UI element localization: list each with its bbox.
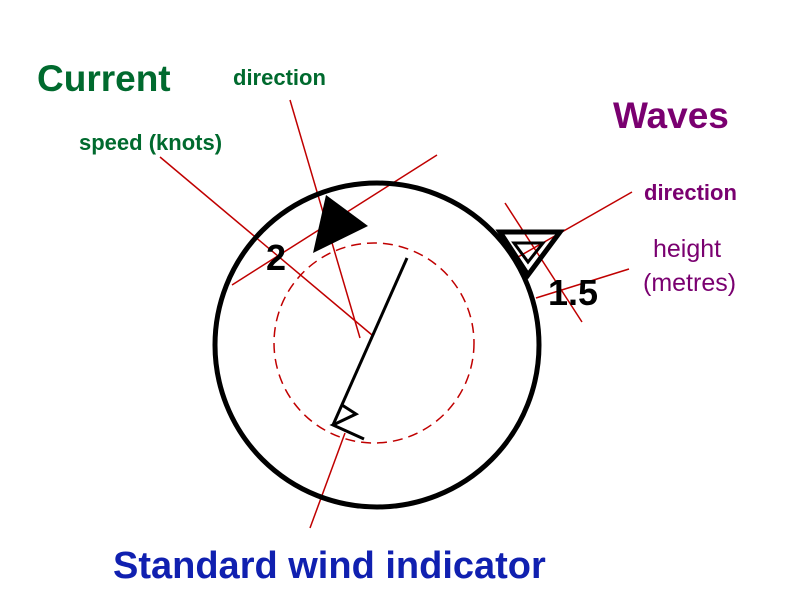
current-speed-value: 2 xyxy=(266,237,286,278)
waves-height-value: 1.5 xyxy=(548,272,598,313)
current-direction-label: direction xyxy=(233,65,326,90)
wind-indicator-title: Standard wind indicator xyxy=(113,545,546,587)
waves-height-label-line1: height xyxy=(653,235,721,263)
dashed-inner-circle xyxy=(273,242,475,444)
wave-direction-leader xyxy=(517,191,633,258)
waves-direction-label: direction xyxy=(644,180,737,205)
wave-height-leader xyxy=(535,268,630,299)
wind-indicator-leader xyxy=(309,432,346,529)
wind-barb xyxy=(329,403,365,441)
current-title: Current xyxy=(37,58,171,99)
station-circle xyxy=(212,180,542,510)
wave-direction-axis xyxy=(504,202,583,323)
wave-direction-icon xyxy=(495,229,565,280)
wind-arrow-icon xyxy=(329,257,409,441)
wind-shaft xyxy=(331,257,409,426)
current-arrow-icon xyxy=(313,195,368,253)
current-speed-leader xyxy=(159,156,373,336)
current-speed-label: speed (knots) xyxy=(79,130,222,155)
waves-title: Waves xyxy=(613,95,729,136)
waves-height-label-line2: (metres) xyxy=(643,269,736,297)
leader-lines xyxy=(159,99,633,529)
